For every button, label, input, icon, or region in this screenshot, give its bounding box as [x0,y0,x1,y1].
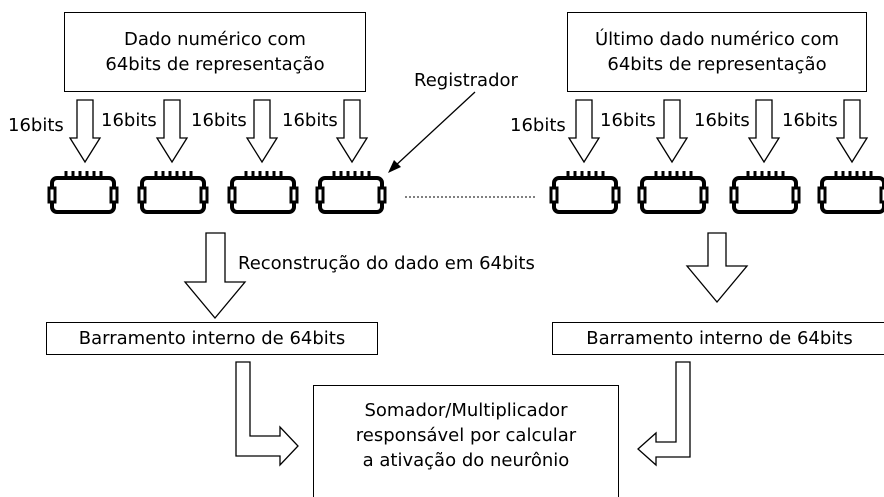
left-bit-label: 16bits [8,115,64,136]
chip-icon [637,169,709,214]
left-source-line1: Dado numérico com [124,29,306,50]
right-bus-label: Barramento interno de 64bits [586,328,853,349]
right-bus-to-adder-arrow [637,361,691,467]
left-arrow-4 [336,99,368,163]
right-bit-label: 16bits [694,110,750,131]
register-pointer-arrow [388,91,476,173]
chip-icon [729,169,801,214]
left-arrow-1 [69,99,101,163]
left-bit-label: 16bits [101,110,157,131]
reconstruction-label: Reconstrução do dado em 64bits [238,253,535,274]
right-bit-label: 16bits [600,110,656,131]
chip-icon [817,169,884,214]
right-source-box: Último dado numérico com 64bits de repre… [567,12,867,92]
right-arrow-1 [568,99,600,163]
adder-line2: responsável por calcular [355,425,577,446]
left-arrow-3 [246,99,278,163]
right-arrow-2 [656,99,688,163]
left-arrow-2 [156,99,188,163]
left-bus-label: Barramento interno de 64bits [78,328,346,349]
chip-icon [549,169,621,214]
adder-line3: a ativação do neurônio [362,450,570,471]
register-label: Registrador [414,70,518,91]
right-bit-label: 16bits [510,115,566,136]
right-arrow-3 [748,99,780,163]
right-arrow-4 [836,99,868,163]
left-bit-label: 16bits [191,110,247,131]
left-reconstruction-arrow [183,232,247,320]
left-bus-to-adder-arrow [235,361,299,467]
left-source-line2: 64bits de representação [105,54,325,75]
adder-line1: Somador/Multiplicador [364,400,568,421]
chip-icon [47,169,119,214]
left-source-box: Dado numérico com 64bits de representaçã… [64,12,366,92]
left-bit-label: 16bits [282,110,338,131]
chip-icon [137,169,209,214]
right-bus: Barramento interno de 64bits [552,322,884,355]
left-bus: Barramento interno de 64bits [46,322,378,355]
chip-icon [227,169,299,214]
right-source-line2: 64bits de representação [607,54,827,75]
adder-box: Somador/Multiplicador responsável por ca… [313,385,619,497]
right-reconstruction-arrow [685,232,749,304]
right-source-line1: Último dado numérico com [594,29,840,50]
chip-icon [315,169,387,214]
right-bit-label: 16bits [782,110,838,131]
